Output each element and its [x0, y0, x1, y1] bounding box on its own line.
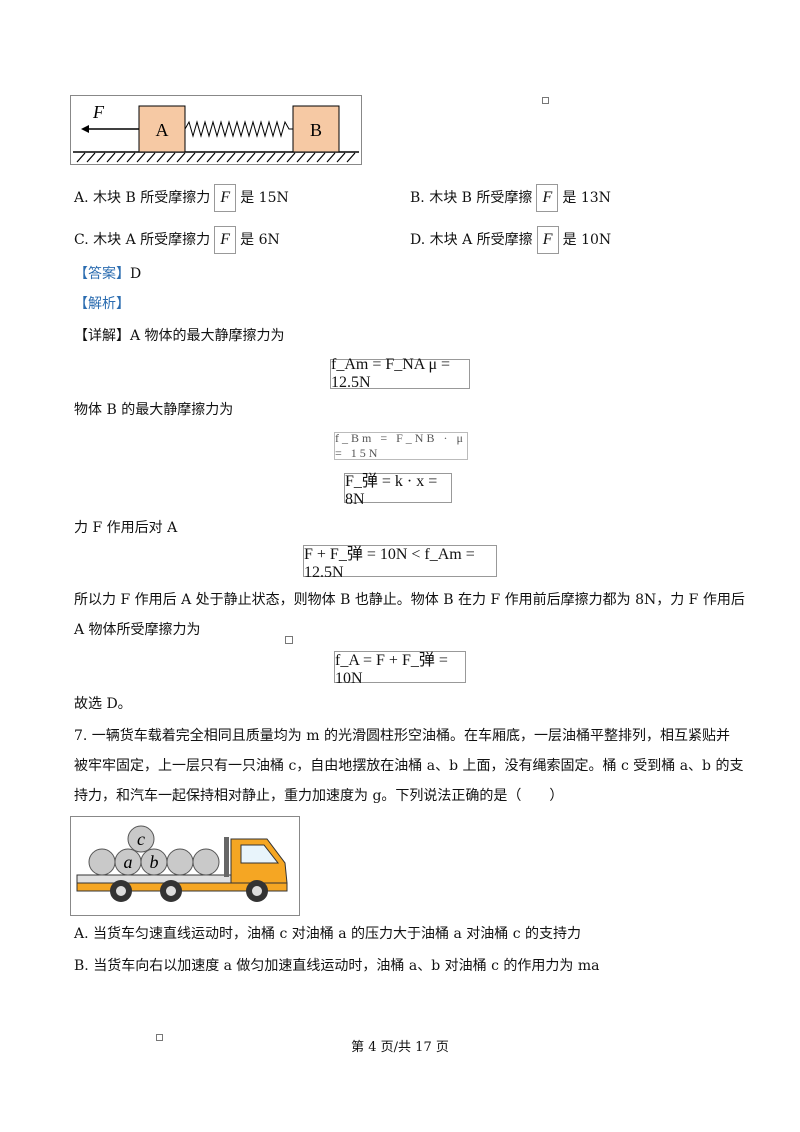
detail-label: 【详解】: [74, 328, 130, 344]
truck-bed: [76, 874, 238, 884]
detail-line-2: 物体 B 的最大静摩擦力为: [74, 402, 234, 418]
barrel-b-label: b: [150, 852, 159, 872]
barrel-c-label: c: [137, 829, 145, 849]
detail-line-1: 【详解】A 物体的最大静摩擦力为: [74, 328, 285, 344]
detail-line-4: 所以力 F 作用后 A 处于静止状态，则物体 B 也静止。物体 B 在力 F 作…: [74, 592, 745, 608]
detail-line-3: 力 F 作用后对 A: [74, 520, 178, 536]
truck-window: [240, 844, 280, 864]
analysis-label: 【解析】: [74, 296, 130, 312]
q7-option-a: A. 当货车匀速直线运动时，油桶 c 对油桶 a 的压力大于油桶 a 对油桶 c…: [74, 926, 581, 942]
force-label: F: [92, 102, 105, 122]
equation-1: f_Am = F_NA μ = 12.5N: [330, 356, 470, 391]
spring: [184, 120, 293, 138]
scan-artifact-3: [156, 1034, 163, 1041]
scan-artifact: [542, 97, 549, 104]
q7-line-3: 持力，和汽车一起保持相对静止，重力加速度为 g。下列说法正确的是（ ）: [74, 788, 564, 804]
equation-3: F_弹 = k · x = 8N: [344, 473, 452, 508]
barrel-c: [127, 825, 155, 853]
figure-truck: a b c: [70, 816, 300, 916]
block-b-label: B: [310, 120, 322, 140]
q7-line-2: 被牢牢固定，上一层只有一只油桶 c，自由地摆放在油桶 a、b 上面，没有绳索固定…: [74, 758, 744, 774]
page-footer: 第 4 页/共 17 页: [351, 1040, 449, 1055]
wheels: [110, 880, 268, 902]
equation-2: f_Bm = F_NB · μ = 15N: [334, 431, 468, 460]
option-b-symbol: F: [536, 184, 559, 212]
exhaust-pipe: [224, 837, 229, 877]
scan-artifact-2: [285, 636, 293, 644]
force-arrowhead: [81, 125, 89, 133]
option-c-symbol: F: [214, 226, 237, 254]
block-b: [292, 105, 340, 153]
equation-5: f_A = F + F_弹 = 10N: [334, 651, 466, 687]
answer-label: 【答案】: [74, 266, 130, 282]
ground-hatch: [76, 152, 356, 163]
answer-line: 【答案】D: [74, 264, 141, 284]
spring-blocks-diagram: A B F: [73, 102, 359, 163]
figure-spring-blocks: A B F: [70, 95, 362, 165]
q7-line-1: 7. 一辆货车载着完全相同且质量均为 m 的光滑圆柱形空油桶。在车厢底，一层油桶…: [74, 728, 730, 744]
option-a-symbol: F: [214, 184, 237, 212]
barrels-bottom: [88, 848, 220, 876]
option-d-symbol: F: [536, 226, 559, 254]
truck-diagram: a b c: [76, 825, 288, 902]
block-a-label: A: [156, 120, 169, 140]
detail-line-6: 故选 D。: [74, 696, 132, 712]
answer-value: D: [130, 266, 142, 282]
q7-option-b: B. 当货车向右以加速度 a 做匀加速直线运动时，油桶 a、b 对油桶 c 的作…: [74, 958, 600, 974]
equation-4: F + F_弹 = 10N < f_Am = 12.5N: [303, 545, 497, 581]
barrel-a-label: a: [124, 852, 133, 872]
detail-line-5: A 物体所受摩擦力为: [74, 622, 201, 638]
